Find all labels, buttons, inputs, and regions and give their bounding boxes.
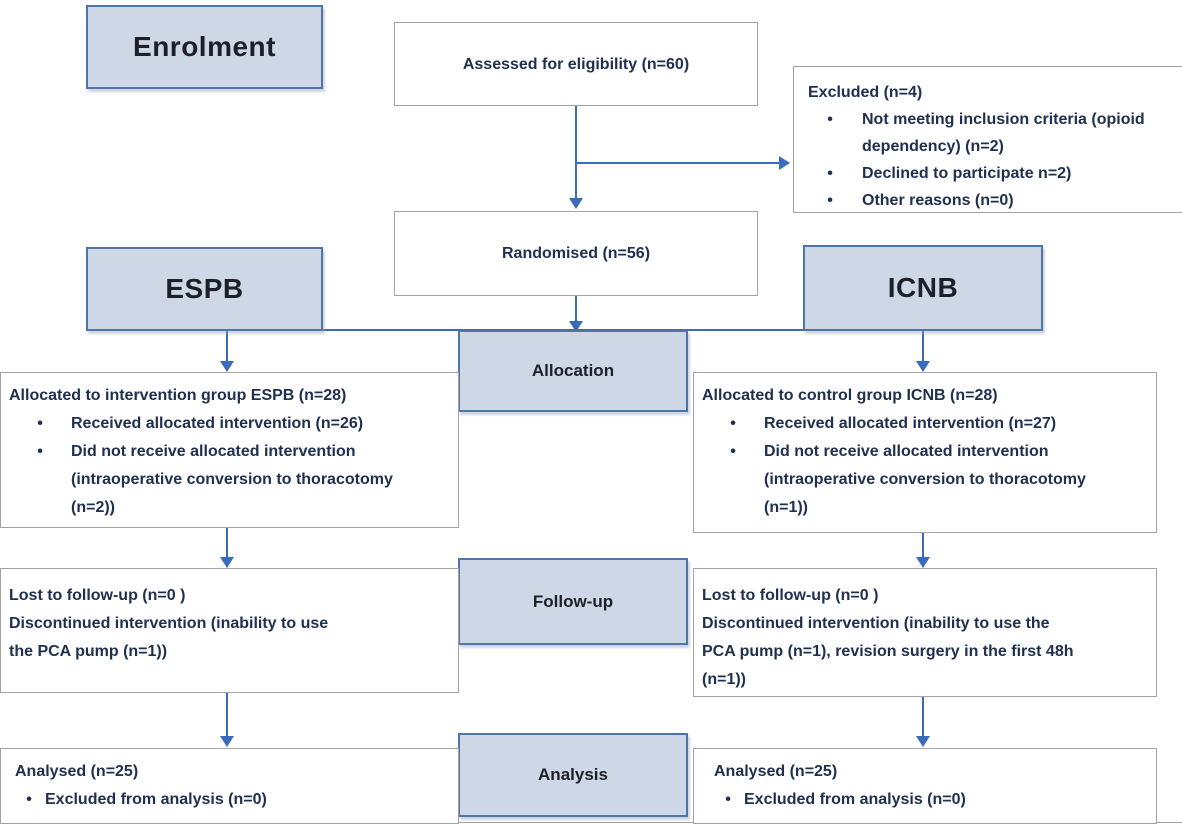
arrowhead-down-allocation-espb bbox=[220, 361, 234, 372]
arrowhead-down-followup-icnb bbox=[916, 557, 930, 568]
bullet-item: • Not meeting inclusion criteria (opioid… bbox=[808, 106, 1178, 160]
icnb-group-label: ICNB bbox=[887, 272, 959, 303]
analysis-espb-box: Analysed (n=25) • Excluded from analysis… bbox=[0, 748, 459, 824]
connector-assessed-to-randomised bbox=[575, 106, 577, 198]
bullet-item: • Did not receive allocated intervention… bbox=[9, 438, 450, 522]
bullet-dot: • bbox=[827, 165, 833, 182]
followup-stage-label: Follow-up bbox=[532, 591, 614, 611]
allocation-icnb-received: Received allocated intervention (n=27) bbox=[764, 415, 1057, 432]
analysis-icnb-excluded: Excluded from analysis (n=0) bbox=[744, 791, 966, 808]
followup-espb-box: Lost to follow-up (n=0 ) Discontinued in… bbox=[0, 568, 459, 693]
allocation-espb-box: Allocated to intervention group ESPB (n=… bbox=[0, 372, 459, 528]
arrowhead-down-analysis-espb bbox=[220, 736, 234, 747]
analysis-espb-title: Analysed (n=25) bbox=[15, 763, 139, 780]
connector-espb-to-allocation-box bbox=[226, 331, 228, 362]
bullet-dot: • bbox=[827, 192, 833, 209]
allocation-espb-not-received: Did not receive allocated intervention (… bbox=[71, 443, 393, 516]
connector-followup-to-analysis-espb bbox=[226, 693, 228, 737]
espb-group-box: ESPB bbox=[86, 247, 323, 331]
excluded-box: Excluded (n=4) • Not meeting inclusion c… bbox=[793, 66, 1182, 213]
bullet-item: • Other reasons (n=0) bbox=[808, 187, 1178, 214]
enrolment-stage-box: Enrolment bbox=[86, 5, 323, 89]
arrowhead-down-allocation-icnb bbox=[916, 361, 930, 372]
enrolment-stage-label: Enrolment bbox=[133, 31, 276, 62]
analysis-espb-excluded: Excluded from analysis (n=0) bbox=[45, 791, 267, 808]
arrowhead-down-followup-espb bbox=[220, 557, 234, 568]
arrowhead-down-randomised bbox=[569, 198, 583, 209]
allocation-stage-label: Allocation bbox=[531, 361, 615, 380]
connector-randomised-to-allocation bbox=[575, 296, 577, 322]
connector-allocation-to-followup-icnb bbox=[922, 533, 924, 558]
bullet-item: • Did not receive allocated intervention… bbox=[702, 438, 1148, 522]
excluded-reason-1: Not meeting inclusion criteria (opioid d… bbox=[862, 111, 1145, 155]
excluded-title: Excluded (n=4) bbox=[808, 84, 923, 101]
followup-stage-box: Follow-up bbox=[458, 558, 688, 645]
bullet-item: • Excluded from analysis (n=0) bbox=[714, 786, 1148, 814]
allocation-icnb-not-received: Did not receive allocated intervention (… bbox=[764, 443, 1086, 516]
connector-assessed-to-excluded bbox=[575, 162, 779, 164]
excluded-reason-3: Other reasons (n=0) bbox=[862, 192, 1014, 209]
figure-bottom-edge bbox=[0, 822, 1182, 823]
bullet-dot: • bbox=[730, 415, 736, 432]
bullet-dot: • bbox=[26, 791, 32, 808]
excluded-reason-2: Declined to participate n=2) bbox=[862, 165, 1072, 182]
bullet-item: • Excluded from analysis (n=0) bbox=[15, 786, 450, 814]
allocation-icnb-title: Allocated to control group ICNB (n=28) bbox=[702, 387, 998, 404]
bullet-dot: • bbox=[730, 443, 736, 460]
bullet-dot: • bbox=[725, 791, 731, 808]
arrowhead-right-excluded bbox=[779, 156, 790, 170]
allocation-espb-received: Received allocated intervention (n=26) bbox=[71, 415, 364, 432]
arrowhead-down-allocation bbox=[569, 321, 583, 332]
connector-icnb-to-allocation-box bbox=[922, 330, 924, 362]
arrowhead-down-analysis-icnb bbox=[916, 736, 930, 747]
randomised-text: Randomised (n=56) bbox=[501, 245, 651, 262]
followup-icnb-box: Lost to follow-up (n=0 ) Discontinued in… bbox=[693, 568, 1157, 697]
connector-allocation-to-followup-espb bbox=[226, 528, 228, 558]
bullet-dot: • bbox=[37, 415, 43, 432]
bullet-item: • Declined to participate n=2) bbox=[808, 160, 1178, 187]
allocation-stage-box: Allocation bbox=[458, 330, 688, 412]
icnb-group-box: ICNB bbox=[803, 245, 1043, 331]
allocation-icnb-box: Allocated to control group ICNB (n=28) •… bbox=[693, 372, 1157, 533]
analysis-stage-box: Analysis bbox=[458, 733, 688, 817]
analysis-icnb-box: Analysed (n=25) • Excluded from analysis… bbox=[693, 748, 1157, 824]
allocation-espb-title: Allocated to intervention group ESPB (n=… bbox=[9, 387, 347, 404]
assessed-eligibility-text: Assessed for eligibility (n=60) bbox=[462, 55, 690, 73]
randomised-box: Randomised (n=56) bbox=[394, 211, 758, 296]
espb-group-label: ESPB bbox=[165, 273, 244, 304]
bullet-dot: • bbox=[37, 443, 43, 460]
bullet-item: • Received allocated intervention (n=26) bbox=[9, 410, 450, 438]
bullet-item: • Received allocated intervention (n=27) bbox=[702, 410, 1148, 438]
bullet-dot: • bbox=[827, 111, 833, 128]
connector-followup-to-analysis-icnb bbox=[922, 697, 924, 737]
assessed-eligibility-box: Assessed for eligibility (n=60) bbox=[394, 22, 758, 106]
analysis-icnb-title: Analysed (n=25) bbox=[714, 763, 838, 780]
analysis-stage-label: Analysis bbox=[538, 765, 608, 784]
